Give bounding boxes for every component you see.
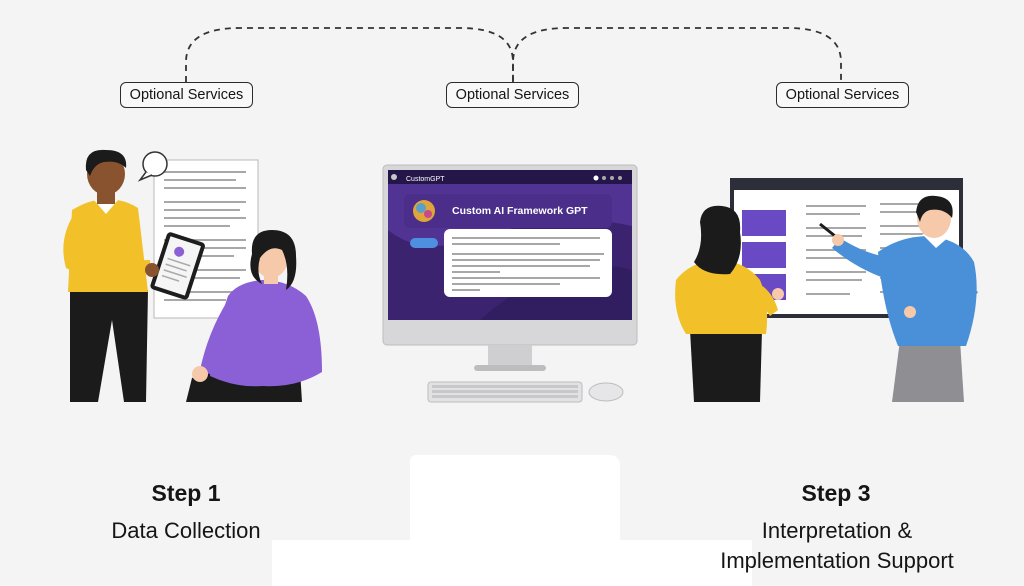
step3-subtitle-line2: Implementation Support [720, 548, 954, 573]
dashed-connector-left [185, 27, 514, 82]
obscured-label-area-base [272, 540, 752, 586]
dashed-connector-right [512, 27, 842, 82]
desktop-monitor [382, 164, 638, 371]
monitor-card-title: Custom AI Framework GPT [452, 205, 588, 217]
speech-bubble-icon [137, 151, 168, 182]
woman-yellow-sweater [675, 205, 784, 402]
mouse [588, 382, 624, 402]
man-with-tablet [63, 149, 205, 402]
step3-subtitle-line1: Interpretation & [761, 518, 913, 543]
step1-subtitle: Data Collection [111, 518, 261, 543]
seated-woman-purple [186, 230, 322, 402]
step3-title: Step 3 [801, 480, 871, 506]
step3-subtitle: Interpretation & Implementation Support [706, 516, 968, 576]
optional-services-pill-left: Optional Services [120, 82, 253, 108]
optional-services-pill-center: Optional Services [446, 82, 579, 108]
step1-title: Step 1 [151, 480, 221, 506]
man-blue-sweater [819, 195, 978, 402]
optional-services-pill-right: Optional Services [776, 82, 909, 108]
keyboard [427, 381, 583, 403]
monitor-app-name: CustomGPT [406, 176, 445, 183]
